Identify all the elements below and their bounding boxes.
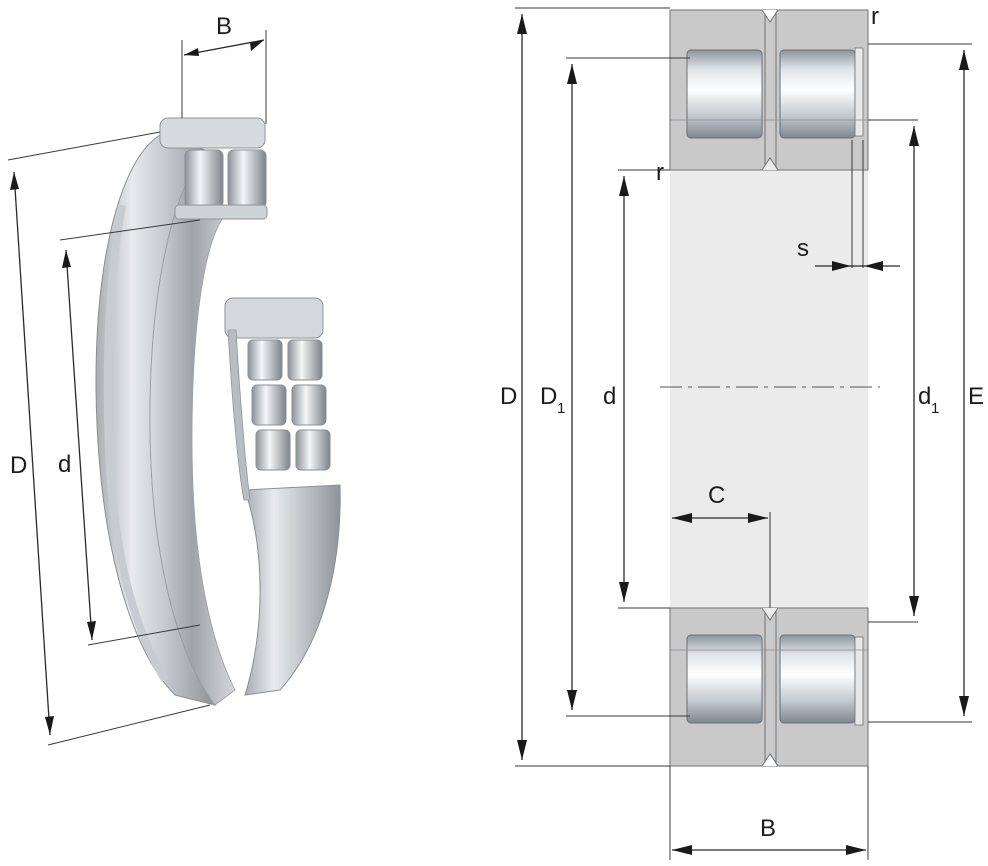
iso-label-d-outer: D <box>10 452 27 479</box>
iso-roller-c1 <box>255 429 291 471</box>
iso-label-d-bore: d <box>58 451 71 478</box>
label-d1-outer-sub: 1 <box>557 400 565 417</box>
label-d1-inner-sub: 1 <box>931 400 939 417</box>
label-r-inner: r <box>656 159 664 186</box>
iso-dimensions <box>7 30 267 746</box>
section-dimensions <box>515 7 972 860</box>
top-roller-right <box>779 49 856 139</box>
label-d-outer: D <box>500 383 517 410</box>
label-d1-inner: d <box>918 383 931 410</box>
iso-roller-a2 <box>287 339 323 381</box>
iso-cut-ring-top <box>224 297 324 339</box>
label-b: B <box>760 815 776 842</box>
label-d1-outer: D <box>540 383 557 410</box>
iso-top-ring-b <box>174 204 268 220</box>
bottom-rib-right <box>854 636 864 726</box>
iso-bearing <box>95 117 341 706</box>
iso-top-ring-a <box>159 117 266 149</box>
iso-label-b: B <box>216 13 232 40</box>
label-e: E <box>968 383 984 410</box>
label-s: s <box>797 235 809 262</box>
iso-roller-a1 <box>247 339 283 381</box>
section-body <box>660 9 880 767</box>
label-bore: d <box>603 383 616 410</box>
iso-bore-surface <box>149 149 236 706</box>
iso-top-roller-2 <box>227 149 267 209</box>
top-rib-right <box>854 47 864 137</box>
label-c: C <box>708 482 725 509</box>
bottom-roller-right <box>779 634 856 724</box>
iso-inner-track <box>103 204 169 683</box>
top-roller-left <box>686 49 763 139</box>
iso-roller-c2 <box>295 429 331 471</box>
bore-area <box>670 170 868 608</box>
bottom-roller-left <box>686 634 763 724</box>
iso-cut-inner <box>227 329 251 501</box>
iso-cut-outer <box>244 484 341 696</box>
iso-top-roller-1 <box>184 149 224 209</box>
iso-roller-b1 <box>251 384 287 426</box>
iso-roller-b2 <box>291 384 327 426</box>
label-r-top: r <box>871 3 879 30</box>
